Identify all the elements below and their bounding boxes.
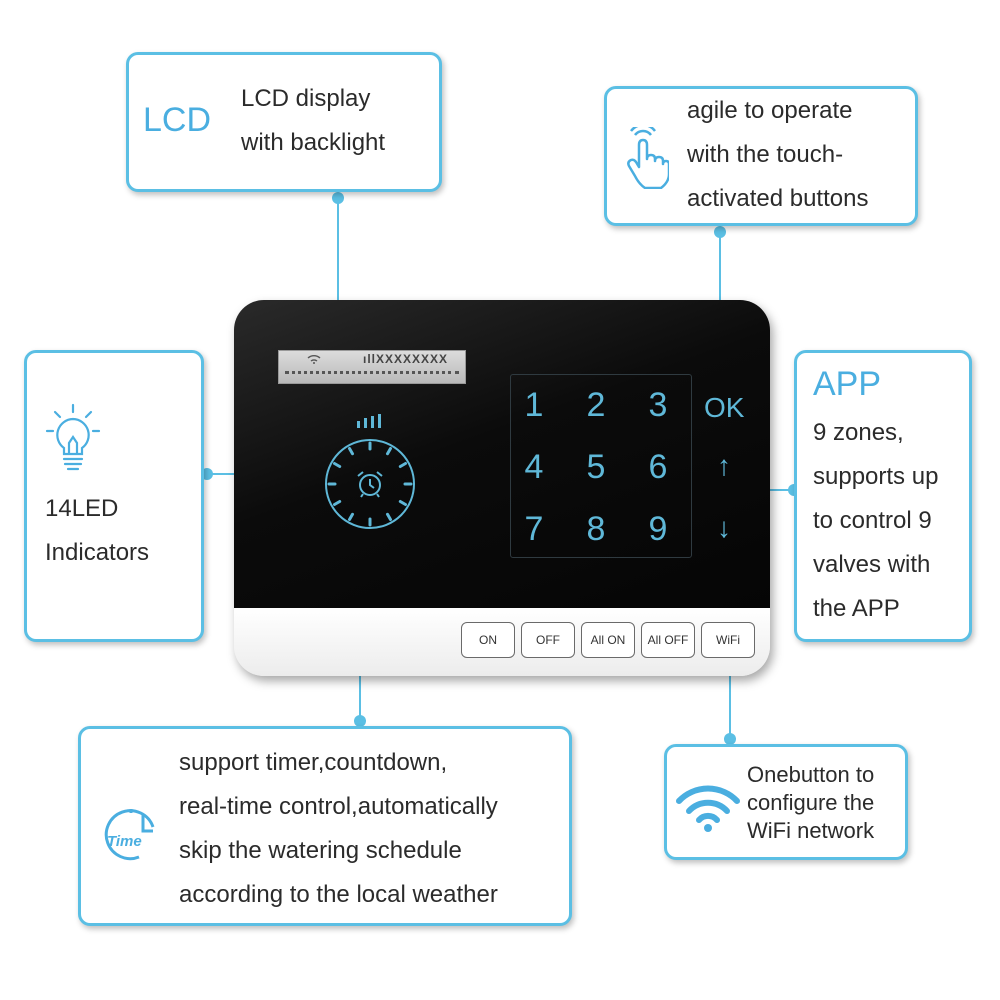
connector-dot-wifi xyxy=(724,733,736,745)
callout-led-line-1: 14LED xyxy=(45,495,119,522)
lcd-screen: ıllXXXXXXXX xyxy=(278,350,466,384)
callout-touch-line-3: activated buttons xyxy=(687,185,869,212)
callout-led-line-2: Indicators xyxy=(45,539,150,566)
callout-wifi-line-1: Onebutton to xyxy=(747,762,875,787)
clock-icon xyxy=(104,809,155,861)
keypad-key-1[interactable]: 1 xyxy=(524,386,544,424)
callout-app-heading: APP xyxy=(813,365,882,403)
callout-wifi-line-2: configure the xyxy=(747,790,875,815)
irrigation-controller: ıllXXXXXXXX xyxy=(234,300,770,676)
lcd-status-text: ıllXXXXXXXX xyxy=(363,352,449,366)
signal-bars-icon xyxy=(357,414,381,428)
callout-touch-line-2: with the touch- xyxy=(687,141,844,168)
lcd-dot-row xyxy=(285,371,459,378)
callout-app: APP 9 zones, supports up to control 9 va… xyxy=(794,350,972,642)
up-arrow-key[interactable]: ↑ xyxy=(717,450,731,481)
callout-wifi: Onebutton to configure the WiFi network xyxy=(664,744,908,860)
callout-app-line-2: supports up xyxy=(813,463,939,490)
device-face: ıllXXXXXXXX xyxy=(234,300,770,608)
wifi-icon xyxy=(676,785,740,832)
keypad-key-3[interactable]: 3 xyxy=(648,386,668,424)
callout-app-line-5: the APP xyxy=(813,595,900,622)
off-button[interactable]: OFF xyxy=(521,622,575,658)
keypad-key-5[interactable]: 5 xyxy=(586,448,606,486)
callout-touch: agile to operate with the touch- activat… xyxy=(604,86,918,226)
keypad-key-9[interactable]: 9 xyxy=(648,510,668,548)
wifi-button[interactable]: WiFi xyxy=(701,622,755,658)
callout-timer-line-3: skip the watering schedule xyxy=(179,837,462,864)
callout-wifi-line-3: WiFi network xyxy=(747,818,875,843)
ok-key[interactable]: OK xyxy=(704,392,745,423)
callout-touch-line-1: agile to operate xyxy=(687,97,853,124)
connector-dot-timer xyxy=(354,715,366,727)
light-bulb-icon xyxy=(45,403,101,471)
callout-app-line-4: valves with xyxy=(813,551,931,578)
callout-timer-line-1: support timer,countdown, xyxy=(179,749,448,776)
alarm-clock-icon xyxy=(357,471,383,498)
callout-led: 14LED Indicators xyxy=(24,350,204,642)
connector-dot-led xyxy=(201,468,213,480)
on-button[interactable]: ON xyxy=(461,622,515,658)
keypad-key-6[interactable]: 6 xyxy=(648,448,668,486)
connector-lcd xyxy=(337,196,339,356)
callout-timer: Time support timer,countdown, real-time … xyxy=(78,726,572,926)
touch-hand-icon xyxy=(627,127,669,189)
keypad-key-8[interactable]: 8 xyxy=(586,510,606,548)
all-on-button[interactable]: All ON xyxy=(581,622,635,658)
led-indicator-ring xyxy=(325,439,415,529)
connector-dot-lcd xyxy=(332,192,344,204)
callout-lcd: LCD LCD display with backlight xyxy=(126,52,442,192)
callout-app-line-1: 9 zones, xyxy=(813,419,904,446)
callout-timer-icon-label: Time xyxy=(107,833,142,850)
keypad-key-7[interactable]: 7 xyxy=(524,510,544,548)
down-arrow-key[interactable]: ↓ xyxy=(717,512,731,543)
keypad-key-4[interactable]: 4 xyxy=(524,448,544,486)
callout-timer-line-4: according to the local weather xyxy=(179,881,498,908)
callout-app-line-3: to control 9 xyxy=(813,507,932,534)
keypad-frame xyxy=(510,374,692,558)
keypad-key-2[interactable]: 2 xyxy=(586,386,606,424)
callout-lcd-line-1: LCD display xyxy=(241,85,371,112)
connector-wifi xyxy=(729,650,731,740)
all-off-button[interactable]: All OFF xyxy=(641,622,695,658)
connector-dot-touch xyxy=(714,226,726,238)
wifi-signal-icon xyxy=(307,355,321,364)
callout-lcd-heading: LCD xyxy=(143,101,212,139)
callout-lcd-line-2: with backlight xyxy=(241,129,386,156)
callout-timer-line-2: real-time control,automatically xyxy=(179,793,498,820)
